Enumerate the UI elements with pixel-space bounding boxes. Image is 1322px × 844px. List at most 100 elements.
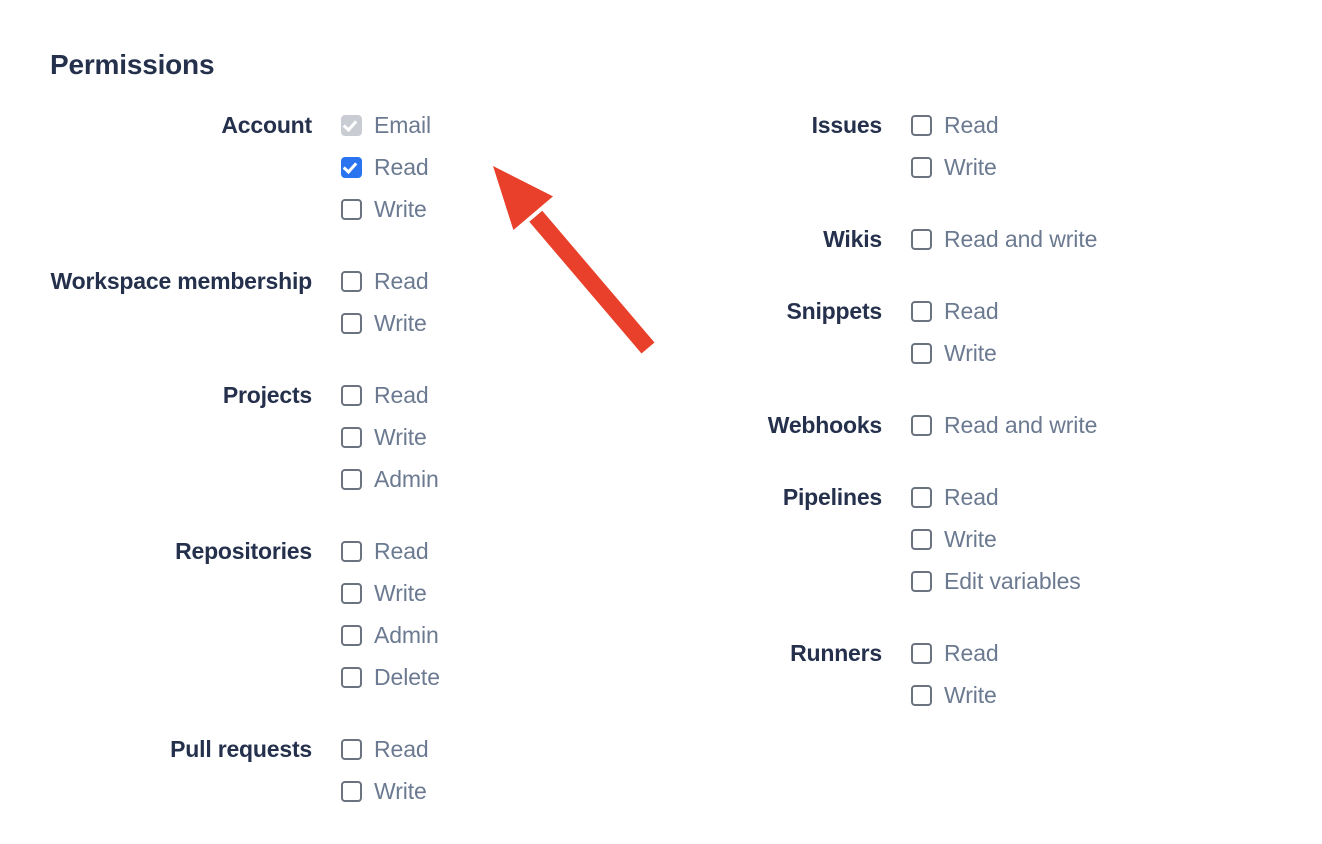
checkbox-pipelines-edit-variables[interactable]: [911, 570, 932, 592]
checkbox-pipelines-write[interactable]: [911, 528, 932, 550]
option-row-repositories-write[interactable]: Write: [341, 572, 660, 614]
option-row-wikis-read-and-write[interactable]: Read and write: [911, 218, 1322, 260]
option-label-wikis-read-and-write: Read and write: [944, 226, 1098, 252]
checkbox-snippets-write[interactable]: [911, 342, 932, 364]
option-row-projects-admin[interactable]: Admin: [341, 458, 660, 500]
option-row-projects-write[interactable]: Write: [341, 416, 660, 458]
option-row-pipelines-write[interactable]: Write: [911, 518, 1322, 560]
checkbox-projects-write[interactable]: [341, 426, 362, 448]
page-title: Permissions: [50, 49, 215, 80]
checkbox-issues-write[interactable]: [911, 156, 932, 178]
option-row-issues-write[interactable]: Write: [911, 146, 1322, 188]
option-row-webhooks-read-and-write[interactable]: Read and write: [911, 404, 1322, 446]
checkbox-projects-read[interactable]: [341, 384, 362, 406]
option-label-runners-read: Read: [944, 640, 999, 666]
group-label-pipelines: Pipelines: [782, 484, 882, 510]
option-label-projects-write: Write: [374, 424, 427, 450]
checkbox-workspace-membership-write[interactable]: [341, 312, 362, 334]
option-label-issues-read: Read: [944, 112, 999, 138]
group-label-issues: Issues: [811, 112, 883, 138]
option-row-pull-requests-write[interactable]: Write: [341, 770, 660, 812]
checkbox-repositories-write[interactable]: [341, 582, 362, 604]
option-row-snippets-write[interactable]: Write: [911, 332, 1322, 374]
checkbox-runners-write[interactable]: [911, 684, 932, 706]
checkbox-account-read[interactable]: [341, 156, 362, 178]
option-label-snippets-write: Write: [944, 340, 997, 366]
checkbox-snippets-read[interactable]: [911, 300, 932, 322]
option-row-projects-read[interactable]: Read: [341, 374, 660, 416]
option-label-projects-admin: Admin: [374, 466, 439, 492]
group-label-webhooks: Webhooks: [767, 412, 882, 438]
option-row-repositories-admin[interactable]: Admin: [341, 614, 660, 656]
option-row-snippets-read[interactable]: Read: [911, 290, 1322, 332]
option-label-projects-read: Read: [374, 382, 429, 408]
option-row-workspace-membership-write[interactable]: Write: [341, 302, 660, 344]
option-list-webhooks: Read and write: [911, 404, 1322, 446]
checkbox-wikis-read-and-write[interactable]: [911, 228, 932, 250]
option-label-repositories-delete: Delete: [374, 664, 440, 690]
checkbox-account-write[interactable]: [341, 198, 362, 220]
option-label-webhooks-read-and-write: Read and write: [944, 412, 1098, 438]
option-label-repositories-write: Write: [374, 580, 427, 606]
checkbox-repositories-admin[interactable]: [341, 624, 362, 646]
permission-group-wikis: Wikis Read and write: [660, 218, 1322, 260]
option-label-account-write: Write: [374, 196, 427, 222]
option-label-runners-write: Write: [944, 682, 997, 708]
checkbox-pull-requests-write[interactable]: [341, 780, 362, 802]
option-label-snippets-read: Read: [944, 298, 999, 324]
option-row-account-email[interactable]: Email: [341, 104, 660, 146]
option-row-runners-read[interactable]: Read: [911, 632, 1322, 674]
permission-group-webhooks: Webhooks Read and write: [660, 404, 1322, 446]
checkbox-webhooks-read-and-write[interactable]: [911, 414, 932, 436]
checkbox-workspace-membership-read[interactable]: [341, 270, 362, 292]
option-row-account-write[interactable]: Write: [341, 188, 660, 230]
option-label-workspace-membership-write: Write: [374, 310, 427, 336]
group-label-snippets: Snippets: [786, 298, 882, 324]
checkbox-issues-read[interactable]: [911, 114, 932, 136]
option-row-repositories-read[interactable]: Read: [341, 530, 660, 572]
checkbox-pull-requests-read[interactable]: [341, 738, 362, 760]
option-row-account-read[interactable]: Read: [341, 146, 660, 188]
checkbox-account-email: [341, 114, 362, 136]
option-row-repositories-delete[interactable]: Delete: [341, 656, 660, 698]
option-label-pull-requests-read: Read: [374, 736, 429, 762]
checkbox-pipelines-read[interactable]: [911, 486, 932, 508]
option-row-runners-write[interactable]: Write: [911, 674, 1322, 716]
option-row-issues-read[interactable]: Read: [911, 104, 1322, 146]
option-label-pipelines-edit-variables: Edit variables: [944, 568, 1081, 594]
option-label-pull-requests-write: Write: [374, 778, 427, 804]
option-row-pipelines-edit-variables[interactable]: Edit variables: [911, 560, 1322, 602]
option-label-repositories-admin: Admin: [374, 622, 439, 648]
check-icon: [346, 159, 357, 175]
checkbox-runners-read[interactable]: [911, 642, 932, 664]
checkbox-projects-admin[interactable]: [341, 468, 362, 490]
option-row-pipelines-read[interactable]: Read: [911, 476, 1322, 518]
checkbox-repositories-delete[interactable]: [341, 666, 362, 688]
option-row-workspace-membership-read[interactable]: Read: [341, 260, 660, 302]
option-label-account-email: Email: [374, 112, 432, 138]
option-row-pull-requests-read[interactable]: Read: [341, 728, 660, 770]
group-label-wikis: Wikis: [823, 226, 882, 252]
option-label-pipelines-read: Read: [944, 484, 999, 510]
option-label-repositories-read: Read: [374, 538, 429, 564]
option-label-pipelines-write: Write: [944, 526, 997, 552]
group-label-repositories: Repositories: [175, 538, 312, 564]
option-label-account-read: Read: [374, 154, 429, 180]
checkbox-repositories-read[interactable]: [341, 540, 362, 562]
group-label-workspace-membership: Workspace membership: [50, 268, 313, 294]
